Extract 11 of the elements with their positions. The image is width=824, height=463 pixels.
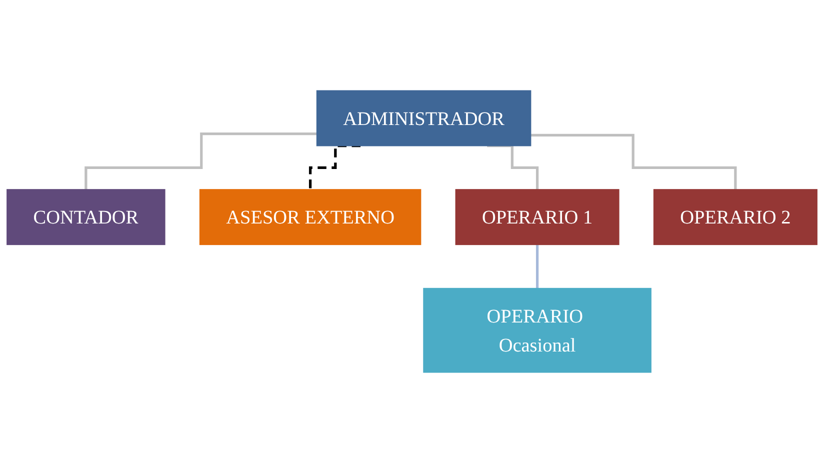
node-box: ASESOR EXTERNO bbox=[199, 189, 422, 246]
connector bbox=[487, 144, 539, 191]
connector bbox=[530, 134, 737, 191]
node-box: ADMINISTRADOR bbox=[316, 90, 532, 146]
node-box: OPERARIO 2 bbox=[653, 189, 818, 246]
connector bbox=[84, 132, 317, 191]
connector bbox=[308, 144, 360, 191]
connector bbox=[536, 243, 539, 290]
node-box: OPERARIO Ocasional bbox=[423, 288, 652, 373]
node-box: OPERARIO 1 bbox=[455, 189, 620, 246]
node-box: CONTADOR bbox=[6, 189, 166, 246]
